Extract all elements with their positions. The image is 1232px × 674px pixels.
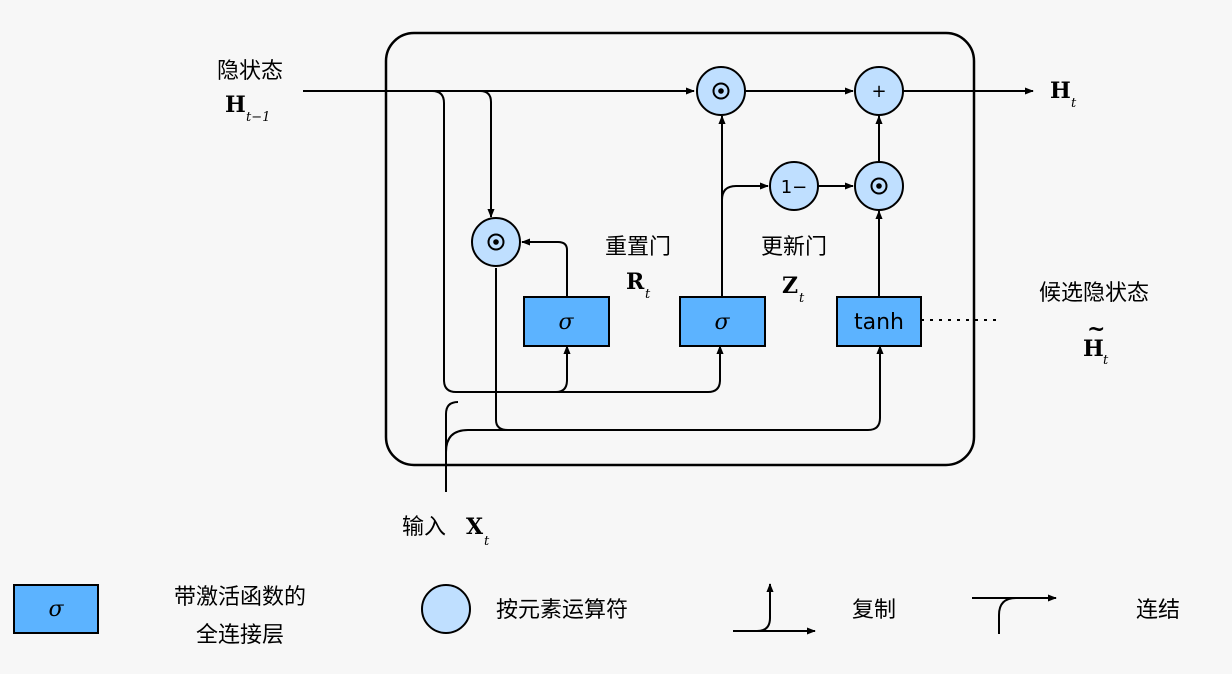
hidden-state-label: 隐状态 — [217, 59, 283, 84]
svg-text:σ: σ — [714, 310, 730, 335]
legend-copy — [733, 583, 816, 635]
dot-icon — [487, 233, 505, 251]
reset-gate-label: 重置门 — [605, 235, 671, 260]
reset-gate-sigma-box: σ — [523, 296, 610, 347]
input-symbol: X — [466, 514, 484, 540]
reset-gate-subscript: t — [645, 287, 651, 302]
svg-text:tanh: tanh — [854, 310, 904, 335]
candidate-label: 候选隐状态 — [1039, 281, 1149, 306]
dot-icon — [712, 82, 730, 100]
update-gate-symbol: Z — [782, 273, 798, 299]
legend-elementwise-op: 按元素运算符 — [421, 584, 628, 634]
update-gate-subscript: t — [799, 291, 805, 306]
svg-text:σ: σ — [558, 310, 574, 335]
legend: σ 带激活函数的 全连接层 按元素运算符 复制 连结 — [13, 583, 1180, 648]
svg-text:σ: σ — [48, 597, 64, 622]
one-minus-op: 1− — [769, 161, 819, 211]
dot-icon — [870, 177, 888, 195]
input-label: 输入 — [402, 515, 446, 540]
update-gate-sigma-box: σ — [679, 296, 766, 347]
plus-op: + — [854, 66, 904, 116]
connection-lines — [303, 87, 1034, 492]
candidate-symbol: H — [1083, 336, 1104, 362]
multiply-op-bottom — [854, 161, 904, 211]
multiply-op-top — [696, 66, 746, 116]
legend-concat — [972, 594, 1057, 634]
h-prev-symbol: H — [225, 92, 246, 118]
h-out-symbol: H — [1050, 78, 1071, 104]
input-subscript: t — [484, 534, 490, 549]
legend-fc-layer: σ 带激活函数的 全连接层 — [13, 584, 306, 648]
candidate-tilde: ~ — [1087, 316, 1105, 342]
legend-concat-label: 连结 — [1136, 598, 1180, 623]
candidate-subscript: t — [1103, 353, 1109, 368]
gru-cell-frame — [384, 31, 976, 467]
legend-fc-label-line1: 带激活函数的 — [174, 585, 306, 610]
legend-fc-label-line2: 全连接层 — [196, 623, 284, 648]
reset-gate-symbol: R — [626, 269, 645, 295]
legend-elementwise-label: 按元素运算符 — [496, 598, 628, 623]
h-out-subscript: t — [1071, 96, 1077, 111]
multiply-op-reset — [471, 217, 521, 267]
plus-symbol: + — [871, 81, 886, 102]
update-gate-label: 更新门 — [761, 235, 827, 260]
h-prev-subscript: t−1 — [246, 110, 270, 125]
one-minus-symbol: 1− — [781, 177, 808, 198]
legend-copy-label: 复制 — [852, 598, 896, 623]
candidate-tanh-box: tanh — [836, 296, 922, 347]
